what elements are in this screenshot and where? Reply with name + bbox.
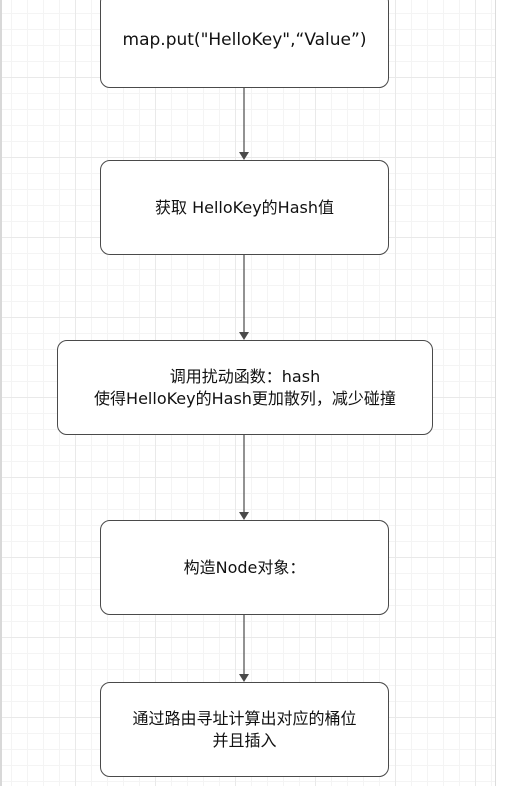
arrowhead-icon	[239, 332, 249, 340]
node-label: 获取 HelloKey的Hash值	[155, 197, 334, 217]
edge-put-to-get-hash[interactable]	[239, 88, 249, 160]
node-map-put[interactable]: map.put("HelloKey",“Value”)	[100, 0, 389, 88]
node-label-line-1: 调用扰动函数：hash	[169, 366, 321, 386]
canvas-scrollbar-gutter	[495, 0, 505, 786]
node-label-line-2: 并且插入	[212, 730, 277, 750]
node-hash-function[interactable]: 调用扰动函数：hash 使得HelloKey的Hash更加散列，减少碰撞	[57, 340, 433, 435]
edge-construct-node-to-route-insert[interactable]	[239, 615, 249, 682]
node-label: map.put("HelloKey",“Value”)	[122, 30, 367, 50]
node-construct-node[interactable]: 构造Node对象：	[100, 520, 389, 615]
node-get-hash[interactable]: 获取 HelloKey的Hash值	[100, 160, 389, 255]
arrowhead-icon	[239, 152, 249, 160]
node-label-line-1: 通过路由寻址计算出对应的桶位	[132, 708, 357, 728]
edge-hash-func-to-construct-node[interactable]	[239, 435, 249, 520]
arrowhead-icon	[239, 674, 249, 682]
canvas-left-border	[0, 0, 2, 786]
node-label: 构造Node对象：	[183, 557, 306, 577]
node-label-line-2: 使得HelloKey的Hash更加散列，减少碰撞	[94, 388, 396, 408]
node-route-insert[interactable]: 通过路由寻址计算出对应的桶位 并且插入	[100, 682, 389, 777]
edge-get-hash-to-hash-func[interactable]	[239, 255, 249, 340]
arrowhead-icon	[239, 512, 249, 520]
